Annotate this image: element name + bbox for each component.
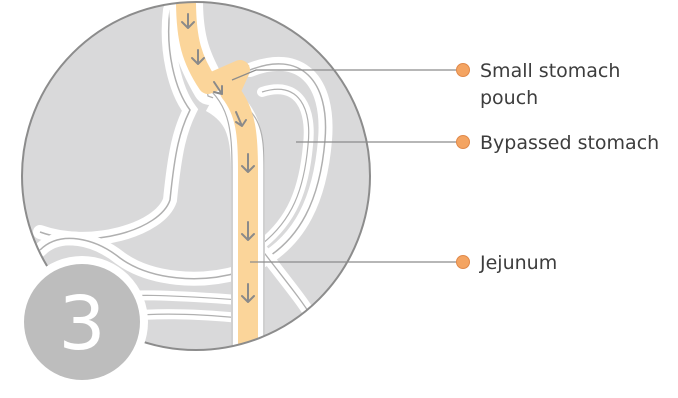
label-small-stomach-pouch-line2: pouch bbox=[480, 87, 538, 109]
orange-dot-icon bbox=[457, 64, 470, 77]
label-bypassed-stomach: Bypassed stomach bbox=[480, 132, 659, 154]
label-dots bbox=[457, 64, 470, 269]
step-badge: 3 bbox=[16, 256, 148, 388]
orange-dot-icon bbox=[457, 256, 470, 269]
orange-dot-icon bbox=[457, 136, 470, 149]
step-number: 3 bbox=[58, 281, 105, 367]
label-jejunum: Jejunum bbox=[479, 252, 557, 274]
label-small-stomach-pouch-line1: Small stomach bbox=[480, 60, 620, 82]
